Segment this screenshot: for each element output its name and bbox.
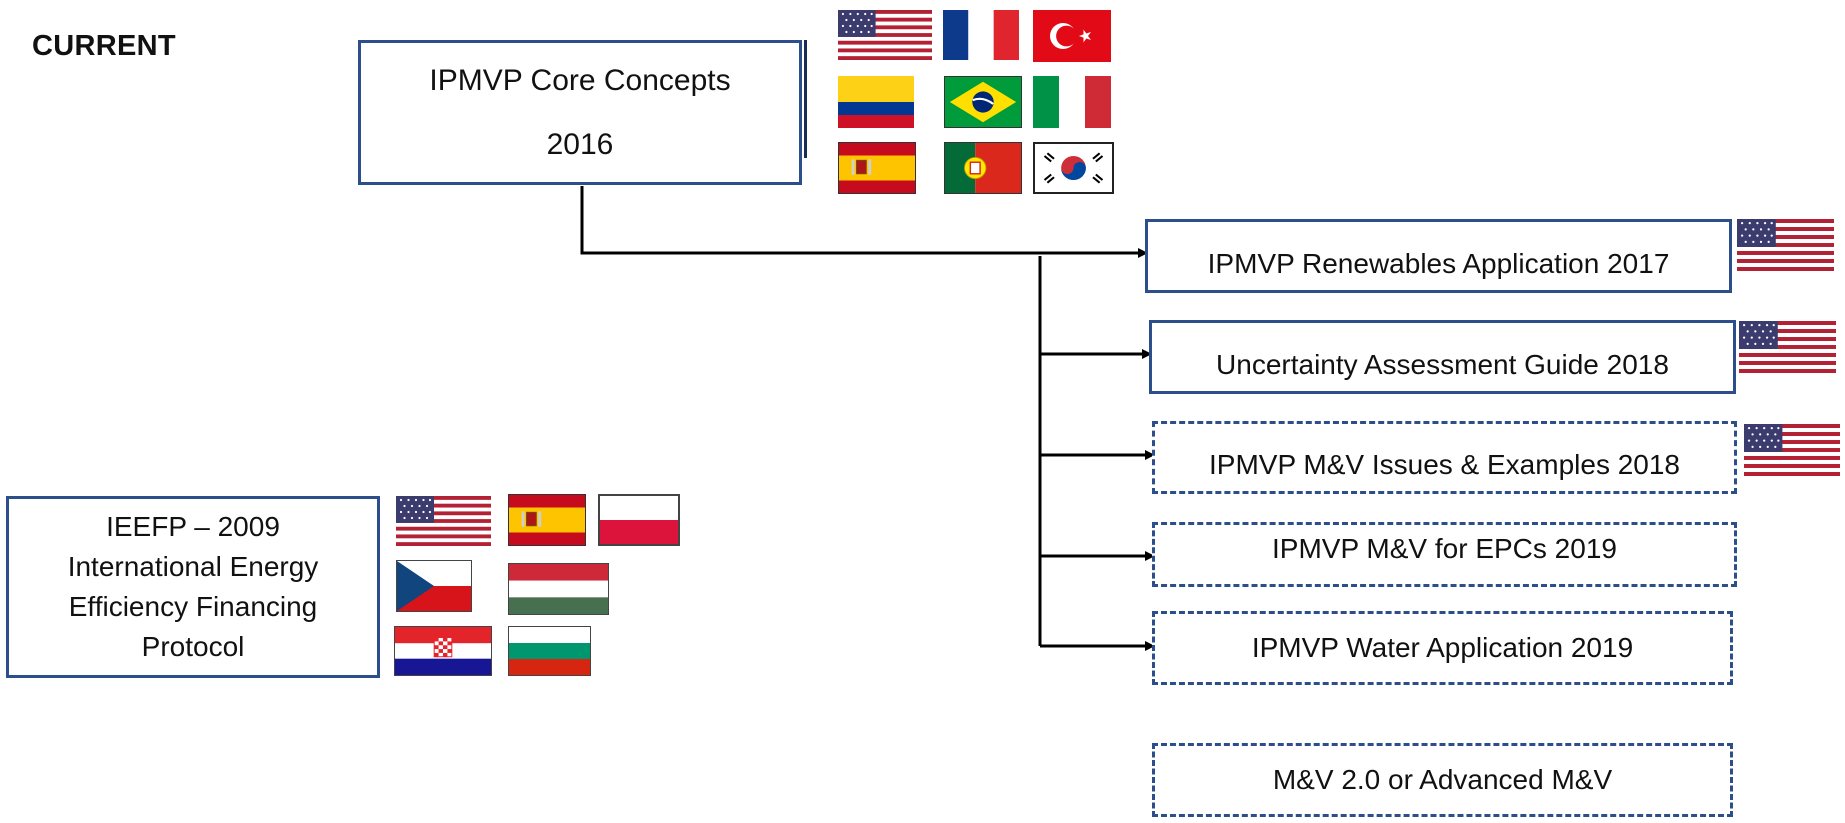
brazil-flag bbox=[944, 76, 1022, 128]
ieefp-line-1: IEEFP – 2009 bbox=[106, 511, 280, 542]
colombia-flag bbox=[838, 76, 914, 128]
core-title: IPMVP Core Concepts bbox=[429, 63, 731, 97]
usa-flag bbox=[1744, 424, 1840, 476]
poland-flag bbox=[598, 494, 680, 546]
spain-flag bbox=[508, 494, 586, 546]
croatia-flag bbox=[394, 626, 492, 676]
doc-label: M&V 2.0 or Advanced M&V bbox=[1272, 764, 1613, 795]
core-connector bbox=[580, 186, 1040, 255]
doc-label: IPMVP Renewables Application 2017 bbox=[1207, 248, 1670, 279]
doc-label: IPMVP M&V for EPCs 2019 bbox=[1272, 533, 1617, 564]
bulgaria-flag bbox=[508, 626, 591, 676]
ieefp-box: IEEFP – 2009 International Energy Effici… bbox=[6, 496, 380, 678]
heading-current: CURRENT bbox=[32, 30, 176, 62]
doc-uncertainty-box: Uncertainty Assessment Guide 2018 bbox=[1149, 320, 1736, 394]
doc-label: IPMVP M&V Issues & Examples 2018 bbox=[1208, 449, 1681, 480]
portugal-flag bbox=[944, 142, 1022, 194]
doc-epcs-box: IPMVP M&V for EPCs 2019 bbox=[1152, 522, 1737, 587]
ieefp-line-2: International Energy bbox=[67, 551, 319, 582]
core-year: 2016 bbox=[546, 127, 614, 161]
doc-renewables-box: IPMVP Renewables Application 2017 bbox=[1145, 219, 1732, 293]
italy-flag bbox=[1033, 76, 1111, 128]
ieefp-line-3: Efficiency Financing bbox=[68, 591, 318, 622]
doc-issues-box: IPMVP M&V Issues & Examples 2018 bbox=[1152, 421, 1737, 494]
hungary-flag bbox=[508, 563, 609, 615]
doc-water-box: IPMVP Water Application 2019 bbox=[1152, 611, 1733, 685]
doc-advanced-box: M&V 2.0 or Advanced M&V bbox=[1152, 743, 1733, 817]
ieefp-line-4: Protocol bbox=[141, 631, 245, 662]
france-flag bbox=[943, 10, 1019, 60]
usa-flag bbox=[1739, 321, 1836, 373]
core-box-shadow bbox=[792, 40, 807, 158]
usa-flag bbox=[1737, 219, 1834, 271]
south-korea-flag bbox=[1033, 142, 1114, 194]
usa-flag bbox=[396, 496, 491, 546]
doc-label: Uncertainty Assessment Guide 2018 bbox=[1216, 349, 1669, 380]
usa-flag bbox=[838, 10, 932, 60]
core-concepts-box: IPMVP Core Concepts 2016 bbox=[358, 40, 802, 185]
turkey-flag bbox=[1033, 10, 1111, 62]
spain-flag bbox=[838, 142, 916, 194]
czech-flag bbox=[396, 560, 472, 612]
doc-label: IPMVP Water Application 2019 bbox=[1251, 632, 1634, 663]
